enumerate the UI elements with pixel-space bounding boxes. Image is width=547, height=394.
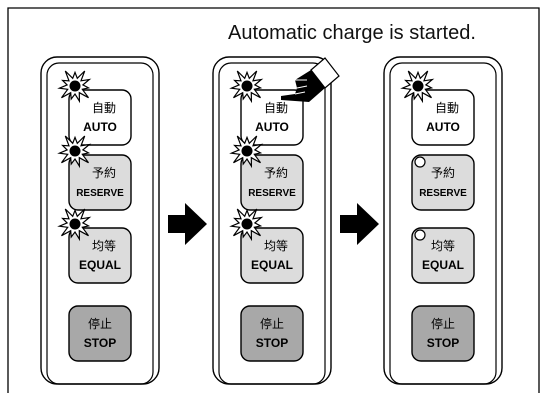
- button-label-jp: 自動: [435, 101, 459, 115]
- lamp-lit-icon: [400, 70, 435, 104]
- stop-button[interactable]: 停止 STOP: [68, 305, 132, 362]
- auto-button[interactable]: 自動 AUTO: [229, 70, 304, 146]
- button-label-en: EQUAL: [251, 258, 293, 272]
- stop-button[interactable]: 停止 STOP: [411, 305, 475, 362]
- button-label-en: RESERVE: [248, 188, 296, 199]
- lamp-lit-icon: [57, 135, 92, 169]
- button-label-jp: 予約: [431, 165, 455, 180]
- button-label-jp: 自動: [264, 101, 288, 115]
- reserve-button[interactable]: 予約 RESERVE: [229, 135, 304, 211]
- panel-inner-border: [218, 62, 326, 385]
- button-label-en: EQUAL: [422, 258, 464, 272]
- panel-inner-border: [389, 62, 497, 385]
- lamp-lit-icon: [229, 135, 264, 169]
- panel-inner-border: [46, 62, 154, 385]
- button-label-jp: 自動: [92, 101, 116, 115]
- lamp-lit-icon: [229, 70, 264, 104]
- panel-group: 自動 AUTO 予約 RESERVE 均等 EQUAL 停止 STOP 自動 AUTO 予約 RESE…: [40, 56, 503, 385]
- lamp-lit-icon: [57, 208, 92, 242]
- lamp-off-icon: [414, 229, 426, 241]
- button-label-en: RESERVE: [76, 188, 124, 199]
- button-label-jp: 均等: [431, 239, 455, 253]
- equal-button[interactable]: 均等 EQUAL: [411, 227, 475, 284]
- button-label-en: STOP: [427, 336, 459, 350]
- button-label-jp: 予約: [264, 165, 288, 180]
- button-label-jp: 均等: [264, 239, 288, 253]
- button-label-en: EQUAL: [79, 258, 121, 272]
- auto-button[interactable]: 自動 AUTO: [400, 70, 475, 146]
- caption-text: Automatic charge is started.: [228, 22, 476, 44]
- button-label-en: AUTO: [255, 120, 289, 134]
- button-label-jp: 停止: [431, 316, 455, 331]
- button-label-en: RESERVE: [419, 188, 467, 199]
- button-label-en: AUTO: [426, 120, 460, 134]
- equal-button[interactable]: 均等 EQUAL: [229, 208, 304, 284]
- button-label-en: STOP: [84, 336, 116, 350]
- equal-button[interactable]: 均等 EQUAL: [57, 208, 132, 284]
- auto-button[interactable]: 自動 AUTO: [57, 70, 132, 146]
- pointing-hand-icon: [281, 57, 340, 102]
- control-panel-3: 自動 AUTO 予約 RESERVE 均等 EQUAL 停止 STOP: [383, 56, 503, 385]
- button-label-jp: 均等: [92, 239, 116, 253]
- button-label-jp: 停止: [88, 316, 112, 331]
- reserve-button[interactable]: 予約 RESERVE: [411, 154, 475, 211]
- stop-button[interactable]: 停止 STOP: [240, 305, 304, 362]
- reserve-button[interactable]: 予約 RESERVE: [57, 135, 132, 211]
- lamp-lit-icon: [57, 70, 92, 104]
- button-label-jp: 予約: [92, 165, 116, 180]
- button-label-jp: 停止: [260, 316, 284, 331]
- lamp-lit-icon: [229, 208, 264, 242]
- button-label-en: AUTO: [83, 120, 117, 134]
- control-panel-2: 自動 AUTO 予約 RESERVE 均等 EQUAL 停止 STOP: [212, 56, 340, 385]
- arrow-right-2: [340, 203, 379, 245]
- button-label-en: STOP: [256, 336, 288, 350]
- arrow-right-1: [168, 203, 207, 245]
- control-panel-1: 自動 AUTO 予約 RESERVE 均等 EQUAL 停止 STOP: [40, 56, 160, 385]
- lamp-off-icon: [414, 156, 426, 168]
- outer-frame: [7, 7, 540, 393]
